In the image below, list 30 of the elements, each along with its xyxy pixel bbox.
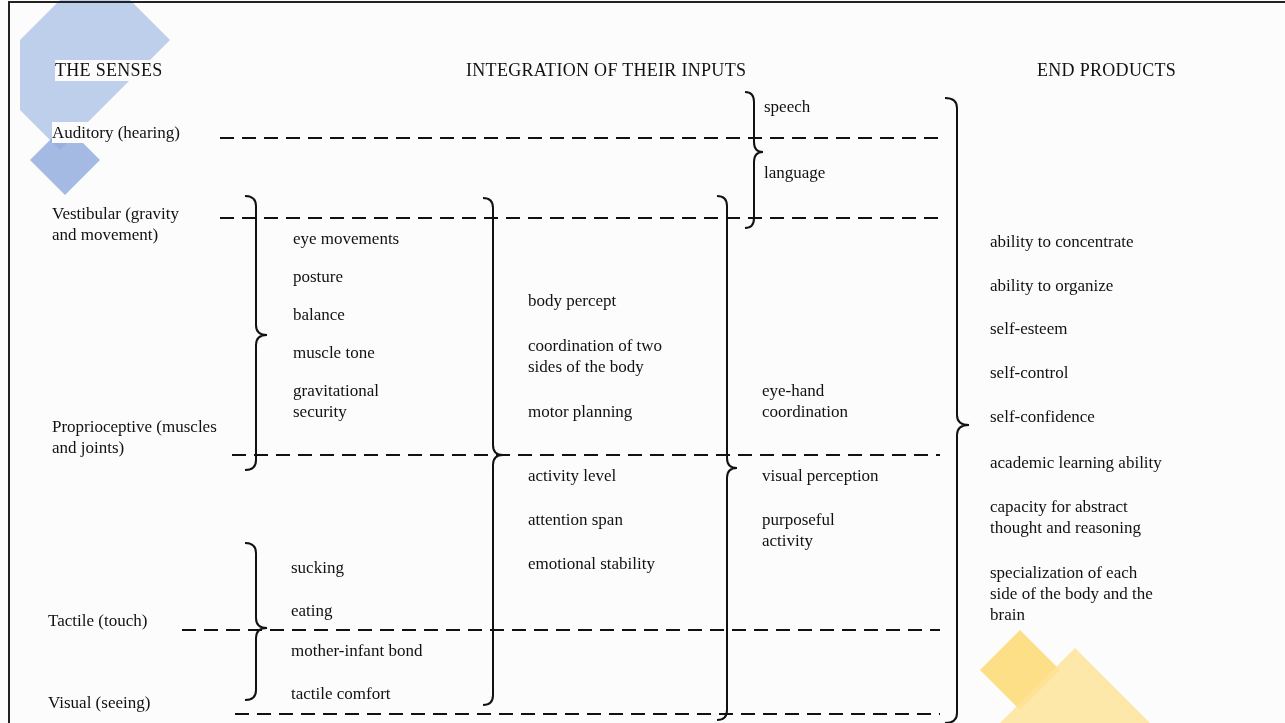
integration-label: speech bbox=[764, 96, 811, 117]
end-product-label: academic learning ability bbox=[990, 452, 1162, 473]
sense-label: Auditory (hearing) bbox=[52, 122, 180, 143]
end-product-label: capacity for abstract thought and reasoning bbox=[990, 496, 1143, 538]
integration-label: mother-infant bond bbox=[291, 640, 423, 661]
end-product-label: ability to concentrate bbox=[990, 231, 1134, 252]
integration-label: coordination of two sides of the body bbox=[528, 335, 664, 377]
column-heading: THE SENSES bbox=[55, 60, 163, 81]
integration-label: tactile comfort bbox=[291, 683, 391, 704]
integration-label: eating bbox=[291, 600, 333, 621]
integration-label: activity level bbox=[528, 465, 617, 486]
integration-label: body percept bbox=[528, 290, 617, 311]
integration-label: posture bbox=[293, 266, 344, 287]
integration-label: language bbox=[764, 162, 826, 183]
integration-label: balance bbox=[293, 304, 345, 325]
integration-label: purposeful activity bbox=[762, 509, 836, 551]
integration-label: motor planning bbox=[528, 401, 633, 422]
end-product-label: self-esteem bbox=[990, 318, 1068, 339]
integration-label: eye movements bbox=[293, 228, 400, 249]
end-product-label: specialization of each side of the body and the brain bbox=[990, 562, 1154, 625]
integration-label: gravitational security bbox=[293, 380, 380, 422]
integration-label: emotional stability bbox=[528, 553, 655, 574]
integration-label: attention span bbox=[528, 509, 623, 530]
end-product-label: self-confidence bbox=[990, 406, 1095, 427]
end-product-label: ability to organize bbox=[990, 275, 1114, 296]
integration-label: eye-hand coordination bbox=[762, 380, 849, 422]
integration-label: sucking bbox=[291, 557, 344, 578]
integration-label: muscle tone bbox=[293, 342, 375, 363]
end-product-label: self-control bbox=[990, 362, 1069, 383]
integration-label: visual perception bbox=[762, 465, 879, 486]
